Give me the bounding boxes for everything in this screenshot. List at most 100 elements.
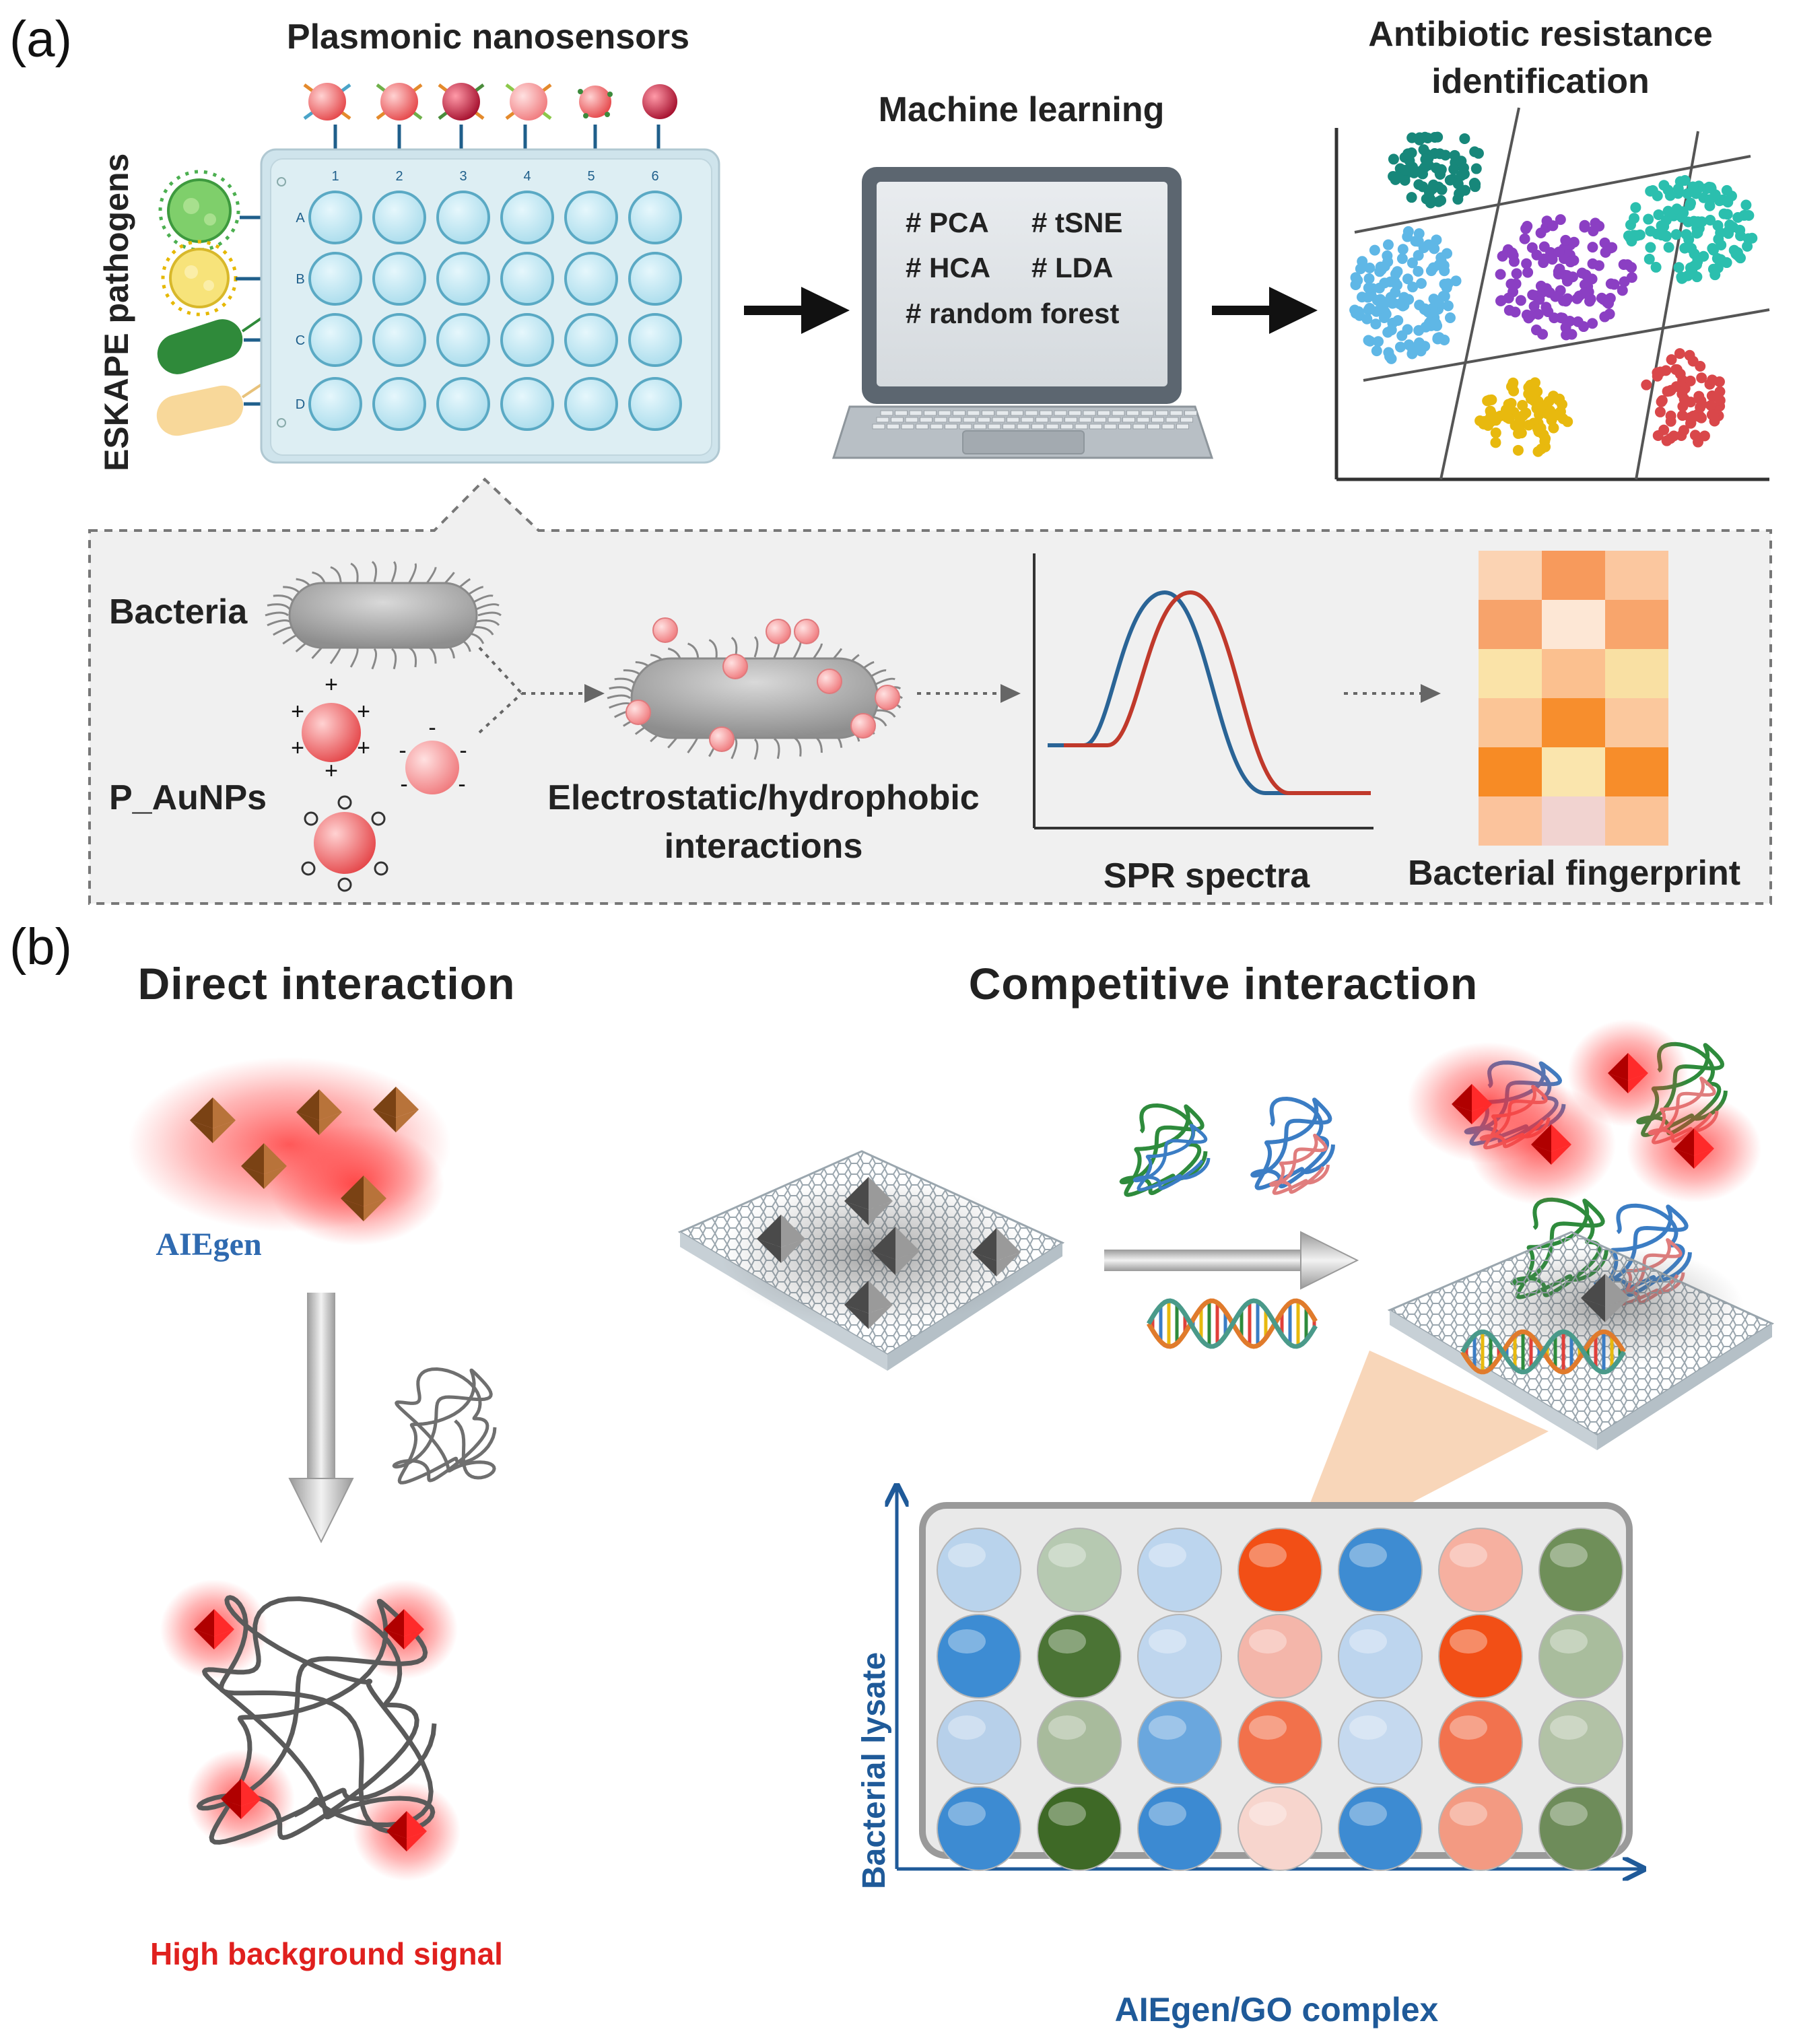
cluster-point: [1536, 400, 1547, 411]
svg-text:+: +: [325, 672, 338, 697]
cluster-point: [1672, 203, 1683, 214]
sensor-array-plate: [897, 1488, 1641, 1870]
svg-text:-: -: [399, 738, 406, 763]
cluster-point: [1594, 260, 1604, 271]
cluster-point: [1507, 378, 1518, 388]
protein-icon: [394, 1369, 495, 1483]
cluster-point: [1687, 181, 1698, 192]
cluster-point: [1419, 144, 1429, 155]
cluster-point: [1627, 272, 1637, 283]
cluster-point: [1651, 262, 1662, 273]
cluster-point: [1626, 236, 1637, 246]
array-well: [937, 1614, 1021, 1698]
well-highlight: [1550, 1802, 1588, 1826]
cluster-point: [1732, 212, 1743, 223]
column-number: 3: [459, 169, 467, 184]
key: [1148, 424, 1160, 429]
cluster-point: [1692, 228, 1703, 238]
column-number: 2: [395, 169, 403, 184]
cluster-point: [1398, 244, 1409, 254]
cluster-point: [1422, 133, 1433, 143]
cluster-point: [1435, 148, 1446, 159]
cluster-point: [1707, 243, 1718, 254]
cluster-point: [1594, 221, 1604, 232]
cluster-point: [1603, 298, 1614, 309]
cluster-point: [1450, 150, 1460, 161]
array-well: [1038, 1701, 1121, 1784]
svg-text:-: -: [428, 715, 436, 741]
cluster-point: [1427, 184, 1437, 195]
cluster-point: [1363, 283, 1374, 294]
cluster-point: [1680, 383, 1691, 394]
array-well: [1439, 1701, 1522, 1784]
key: [1108, 417, 1120, 422]
array-well: [1338, 1614, 1422, 1698]
fingerprint-cell: [1479, 747, 1542, 796]
cluster-point: [1664, 242, 1674, 252]
cluster-point: [1435, 195, 1446, 206]
cluster-point: [1469, 146, 1480, 157]
cluster-point: [1460, 185, 1470, 196]
plate-well: [630, 192, 681, 243]
cluster-point: [1722, 185, 1732, 196]
cluster-point: [1527, 242, 1538, 253]
cluster-point: [1566, 329, 1577, 340]
cluster-point: [1495, 269, 1506, 280]
cluster-point: [1656, 230, 1667, 240]
cluster-point: [1531, 325, 1542, 335]
key: [1137, 417, 1149, 422]
cluster-point: [1722, 197, 1733, 207]
cluster-point: [1495, 296, 1506, 306]
fingerprint-cell: [1479, 551, 1542, 600]
key: [992, 417, 1005, 422]
cluster-point: [1419, 304, 1430, 314]
cluster-point: [1548, 390, 1559, 401]
well-highlight: [1048, 1715, 1086, 1740]
array-well: [1439, 1614, 1522, 1698]
cluster-point: [1719, 209, 1730, 219]
cluster-point: [1373, 336, 1384, 347]
key: [1032, 424, 1044, 429]
key: [945, 424, 957, 429]
cluster-point: [1529, 301, 1540, 312]
panel-a-label: (a): [9, 11, 72, 68]
key: [1104, 424, 1116, 429]
cluster-point: [1663, 184, 1674, 195]
aunp-label: P_AuNPs: [109, 778, 267, 817]
column-number: 6: [651, 169, 658, 184]
fingerprint-cell: [1542, 649, 1605, 698]
interaction-label-line1: Electrostatic/hydrophobic: [547, 778, 979, 817]
cluster-point: [1425, 197, 1436, 208]
cluster-point: [1562, 416, 1573, 427]
pathogen-yellow-rod: [153, 382, 263, 440]
array-well: [1338, 1528, 1422, 1612]
cluster-point: [1504, 305, 1515, 316]
cluster-point: [1708, 410, 1719, 421]
cluster-point: [1456, 170, 1466, 181]
plate-well: [566, 314, 617, 366]
graphene-sheet-left: [680, 1151, 1062, 1371]
cluster-point: [1672, 364, 1683, 375]
interaction-label-line2: interactions: [665, 827, 863, 866]
cluster-point: [1513, 445, 1524, 456]
fingerprint-cell: [1542, 551, 1605, 600]
key: [1083, 411, 1095, 415]
fingerprint-cell: [1605, 698, 1668, 747]
row-letter: A: [296, 211, 305, 226]
cluster-point: [1402, 273, 1413, 284]
plate-well: [310, 378, 361, 430]
cluster-point: [1445, 175, 1456, 186]
cluster-point: [1641, 380, 1652, 390]
plate-well: [310, 192, 361, 243]
plate-well: [566, 192, 617, 243]
key: [1177, 424, 1189, 429]
cluster-point: [1459, 133, 1470, 144]
key: [1040, 411, 1052, 415]
cluster-point: [1645, 242, 1656, 253]
cluster-point: [1677, 401, 1688, 412]
cluster-point: [1483, 420, 1493, 431]
cluster-point: [1573, 316, 1584, 327]
cluster-point: [1715, 395, 1726, 406]
cluster-point: [1571, 294, 1582, 304]
cluster-point: [1471, 164, 1482, 174]
